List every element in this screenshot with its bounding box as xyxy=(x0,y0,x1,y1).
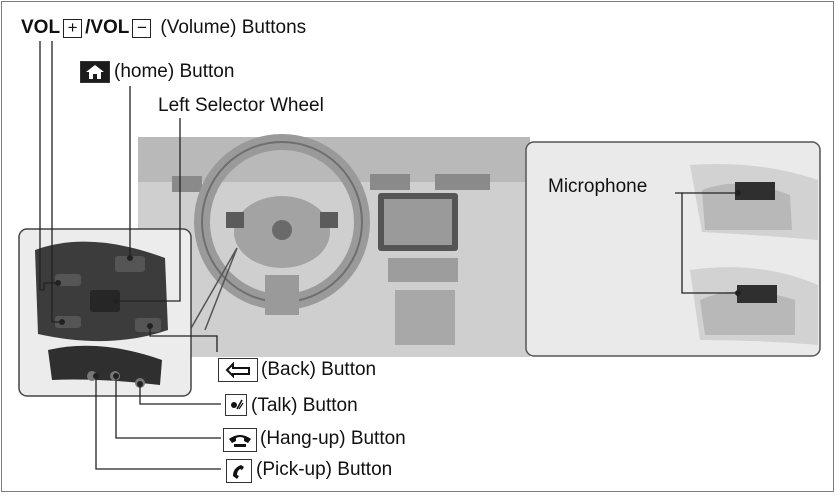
climate-panel xyxy=(388,258,458,282)
home-button-label: (home) Button xyxy=(114,61,234,83)
volume-caption: (Volume) Buttons xyxy=(160,17,306,39)
air-vent xyxy=(172,176,202,192)
center-console xyxy=(395,290,455,345)
microphone-label: Microphone xyxy=(548,176,647,198)
plus-icon: + xyxy=(63,19,82,38)
back-button-label: (Back) Button xyxy=(261,359,376,381)
hang-up-button-label: (Hang-up) Button xyxy=(260,428,406,450)
back-arrow-icon xyxy=(218,358,258,382)
left-selector-wheel-label: Left Selector Wheel xyxy=(158,95,324,117)
talk-button-label: (Talk) Button xyxy=(251,395,358,417)
microphone-grille xyxy=(735,182,775,200)
microphone-grille xyxy=(737,285,777,303)
hang-up-phone-icon xyxy=(223,428,257,452)
pick-up-button-label: (Pick-up) Button xyxy=(256,459,392,481)
minus-icon: − xyxy=(132,19,151,38)
brand-logo xyxy=(272,220,292,240)
home-icon xyxy=(80,61,110,83)
air-vent xyxy=(370,174,410,190)
pick-up-phone-icon xyxy=(226,459,252,483)
talk-voice-icon xyxy=(225,394,247,416)
air-vent xyxy=(435,174,490,190)
vol-slash-text: /VOL xyxy=(85,17,129,39)
volume-buttons-label: VOL + /VOL − (Volume) Buttons xyxy=(21,17,306,39)
vol-text: VOL xyxy=(21,17,60,39)
